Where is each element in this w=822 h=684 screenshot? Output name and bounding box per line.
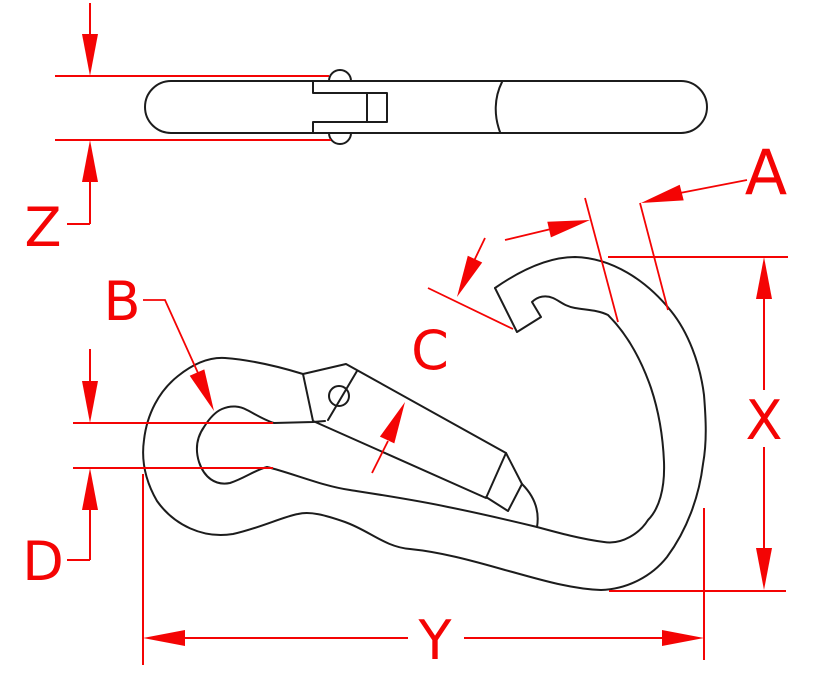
rivet-bump-bottom (328, 132, 352, 145)
b-arrowhead (189, 369, 214, 411)
dim-label-d: D (22, 530, 64, 593)
dimension-x: X (608, 256, 788, 592)
top-view (144, 69, 708, 145)
c-extension-hook-tip (427, 287, 514, 330)
body-profile-outline (144, 80, 708, 134)
dim-label-z: Z (25, 196, 62, 259)
gate-fork-slot (312, 80, 388, 134)
y-arrowhead-right (662, 630, 704, 646)
sleeve-arc (494, 81, 503, 133)
a-extension-outer (639, 202, 669, 311)
dimension-d: D (22, 349, 273, 593)
a-opposite-leader (504, 228, 552, 241)
gate-arm (302, 363, 507, 499)
c-arrowhead-up (379, 402, 405, 444)
c-leader-upper (472, 237, 486, 264)
frame-outer-outline (142, 256, 707, 591)
b-leader (143, 299, 199, 374)
gate-tip-arc (521, 483, 539, 528)
a-arrowhead-opposite (547, 220, 590, 238)
x-arrowhead-up (756, 257, 772, 299)
gate-latch-tab (485, 452, 523, 512)
d-arrowhead-up (82, 468, 98, 510)
x-arrowhead-down (756, 548, 772, 590)
hinge-pin (328, 385, 350, 407)
a-arrowhead (641, 184, 684, 203)
z-arrowhead-up (82, 140, 98, 182)
gate-assembly (302, 363, 539, 528)
a-extension-inner (584, 197, 619, 323)
y-arrowhead-left (143, 630, 185, 646)
d-arrowhead-down (82, 381, 98, 423)
dimension-z: Z (25, 3, 331, 259)
dimension-b: B (103, 270, 214, 411)
dimension-a: A (504, 136, 787, 323)
dim-label-c: C (411, 319, 449, 382)
dim-label-y: Y (418, 609, 453, 672)
c-arrowhead-down (457, 255, 483, 297)
z-arrowhead-down (82, 34, 98, 76)
dim-label-a: A (745, 136, 787, 209)
frame-inner-outline-hook-tip (195, 287, 666, 544)
rivet-bump-top (328, 69, 352, 82)
gate-hinge-divider (327, 370, 358, 421)
dimension-y: Y (142, 474, 705, 672)
dim-label-b: B (103, 270, 140, 333)
c-leader-lower (371, 440, 389, 474)
front-view (142, 256, 707, 591)
a-leader (679, 179, 748, 194)
dimension-c: C (371, 237, 514, 474)
dim-label-x: X (746, 389, 783, 452)
dimension-annotations: Z D X (22, 3, 788, 672)
